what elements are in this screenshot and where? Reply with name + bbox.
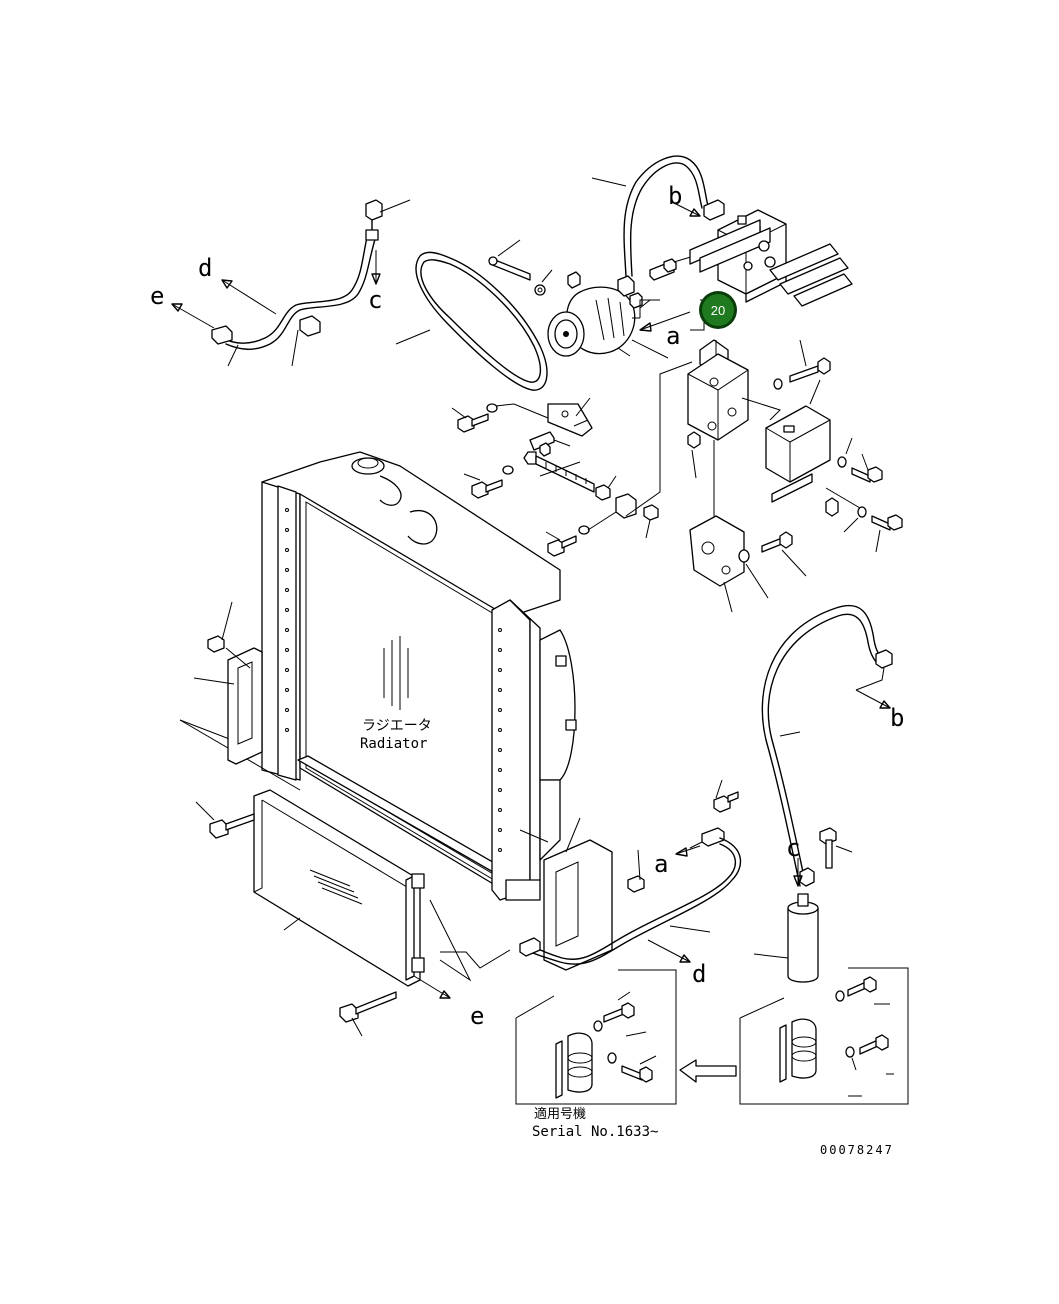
ac-compressor bbox=[488, 239, 705, 359]
callout-e-top: e bbox=[150, 282, 164, 310]
callout-e-bottom: e bbox=[470, 1002, 484, 1030]
mounting-hardware-left bbox=[451, 361, 693, 557]
callout-a-compressor: a bbox=[666, 322, 680, 350]
lower-hose-assembly bbox=[440, 779, 742, 969]
callout-c-top: c bbox=[368, 286, 382, 314]
radiator-label-en: Radiator bbox=[360, 736, 427, 752]
serial-note-en: Serial No.1633~ bbox=[532, 1124, 658, 1140]
condenser-flow-symbol bbox=[309, 869, 363, 905]
left-side-cover bbox=[193, 601, 263, 765]
condenser-assembly bbox=[195, 789, 472, 1037]
part-callout-20-label: 20 bbox=[711, 303, 725, 318]
detail-box-old bbox=[739, 967, 909, 1105]
callout-d-bottom: d bbox=[692, 960, 706, 988]
detail-arrow bbox=[679, 1059, 737, 1083]
detail-box-new bbox=[515, 969, 677, 1105]
airflow-symbol bbox=[383, 636, 409, 710]
callout-d-top: d bbox=[198, 254, 212, 282]
right-plate-holes bbox=[498, 628, 502, 852]
v-belt bbox=[395, 251, 548, 391]
part-callout-20-button[interactable]: 20 bbox=[699, 291, 737, 329]
compressor-bracket-assembly bbox=[687, 339, 903, 613]
callout-b-top: b bbox=[668, 182, 682, 210]
callout-b-receiver: b bbox=[890, 704, 904, 732]
radiator-assembly bbox=[179, 451, 577, 901]
receiver-hose-assembly bbox=[753, 604, 893, 983]
left-plate-holes bbox=[285, 508, 289, 732]
top-right-hose-assembly bbox=[591, 155, 853, 307]
serial-note-jp: 適用号機 bbox=[534, 1106, 586, 1122]
callout-a-hose: a bbox=[654, 850, 668, 878]
drawing-number: 00078247 bbox=[820, 1143, 894, 1157]
radiator-label-jp: ラジエータ bbox=[362, 718, 432, 734]
callout-c-receiver: c bbox=[786, 834, 800, 862]
top-left-hose-assembly bbox=[171, 199, 411, 367]
